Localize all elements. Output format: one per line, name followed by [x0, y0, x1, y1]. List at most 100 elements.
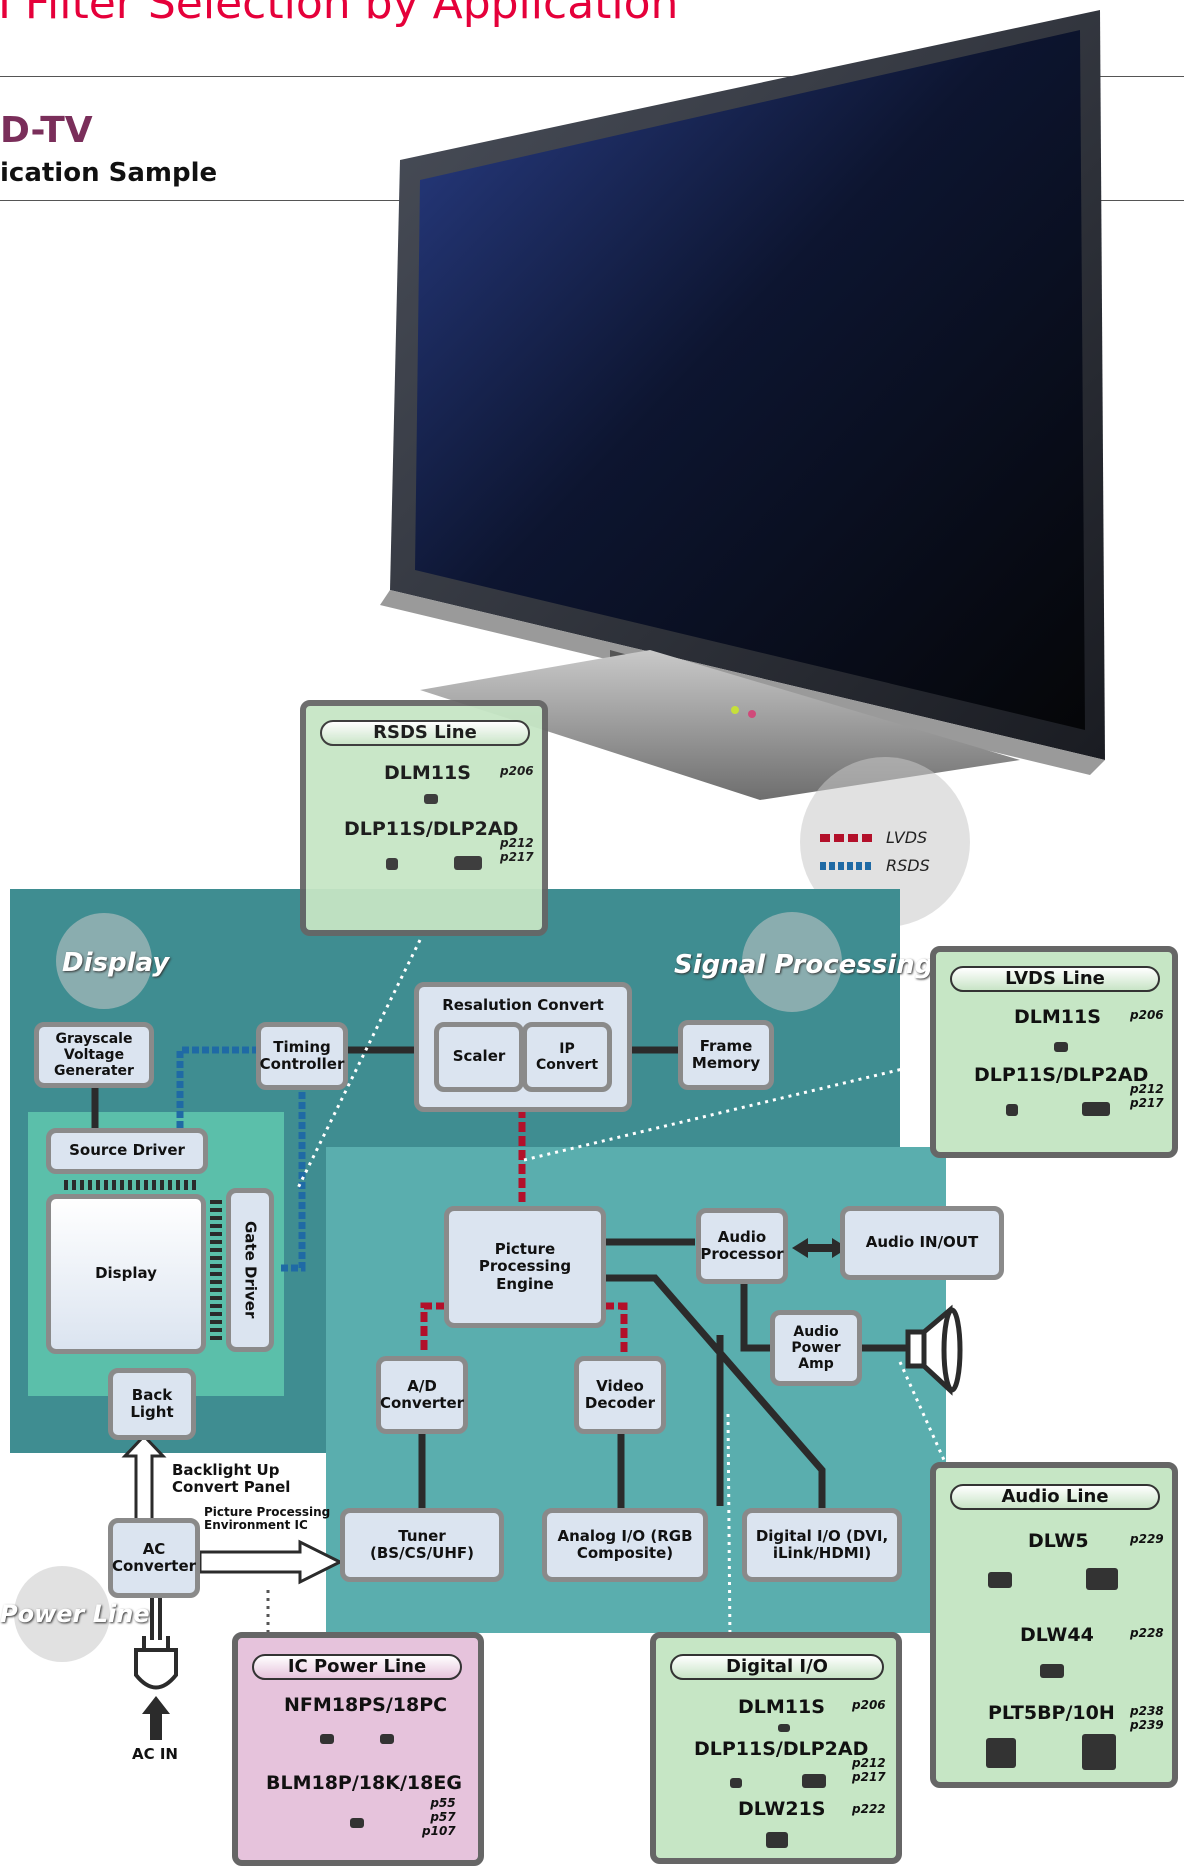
- audio-part-2: DLW44: [1020, 1624, 1094, 1646]
- chip-icon: [454, 856, 482, 870]
- frame-memory-block: Frame Memory: [678, 1020, 774, 1090]
- digital-io-label: Digital I/O (DVI, iLink/HDMI): [755, 1526, 889, 1562]
- gate-driver-pins: [210, 1200, 222, 1340]
- ad-converter-label: A/D Converter: [379, 1376, 465, 1412]
- lvds-page-2: p212 p217: [1130, 1082, 1164, 1110]
- analog-io-block: Analog I/O (RGB Composite): [542, 1508, 708, 1582]
- picture-processing-engine-block: Picture Processing Engine: [444, 1206, 606, 1328]
- audio-line-panel: Audio Line DLW5 p229 DLW44 p228 PLT5BP/1…: [930, 1462, 1178, 1788]
- rsds-part-1: DLM11S: [384, 762, 471, 784]
- audio-page-3: p238 p239: [1130, 1704, 1164, 1732]
- chip-icon: [350, 1818, 364, 1828]
- rsds-page-1: p206: [500, 764, 534, 778]
- display-circle: [56, 913, 152, 1009]
- ic-power-page-2: p55 p57 p107: [422, 1796, 456, 1838]
- chip-icon: [320, 1734, 334, 1744]
- analog-io-label: Analog I/O (RGB Composite): [557, 1526, 693, 1562]
- rsds-line-title: RSDS Line: [320, 720, 530, 746]
- ic-power-part-2: BLM18P/18K/18EG: [266, 1772, 462, 1794]
- ppe-ic-label: Picture Processing Environment IC: [204, 1505, 331, 1533]
- gate-driver-block: Gate Driver: [226, 1188, 274, 1352]
- digital-page-2: p212 p217: [852, 1756, 886, 1784]
- lvds-part-2: DLP11S/DLP2AD: [974, 1064, 1149, 1086]
- rsds-part-2: DLP11S/DLP2AD: [344, 818, 519, 840]
- display-block: Display: [46, 1194, 206, 1354]
- audio-in-out-block: Audio IN/OUT: [840, 1206, 1004, 1280]
- digital-part-1: DLM11S: [738, 1696, 825, 1718]
- ac-converter-block: AC Converter: [108, 1518, 200, 1598]
- grayscale-generator-block: Grayscale Voltage Generater: [34, 1022, 154, 1088]
- audio-power-amp-block: Audio Power Amp: [770, 1310, 862, 1386]
- display-label: Display: [95, 1264, 157, 1283]
- lvds-line-panel: LVDS Line DLM11S p206 DLP11S/DLP2AD p212…: [930, 946, 1178, 1158]
- ac-in-label: AC IN: [132, 1745, 178, 1763]
- ip-convert-label: IP Convert: [535, 1040, 599, 1073]
- chip-icon: [386, 858, 398, 870]
- legend-rsds: RSDS: [886, 856, 930, 875]
- timing-controller-block: Timing Controller: [256, 1022, 348, 1090]
- chip-icon: [766, 1832, 788, 1848]
- tv-illustration: [380, 10, 1105, 800]
- legend-swatches: [820, 834, 874, 870]
- backlight-label: Back Light: [130, 1385, 174, 1421]
- chip-icon: [730, 1778, 742, 1788]
- audio-processor-block: Audio Processor: [696, 1208, 788, 1284]
- chip-icon: [380, 1734, 394, 1744]
- ad-converter-block: A/D Converter: [376, 1356, 468, 1434]
- region-power: Power Line: [0, 1600, 150, 1628]
- ic-power-part-1: NFM18PS/18PC: [284, 1694, 448, 1716]
- audio-line-title: Audio Line: [950, 1484, 1160, 1510]
- video-decoder-label: Video Decoder: [584, 1376, 656, 1412]
- backlight-block: Back Light: [108, 1368, 196, 1440]
- chip-icon: [802, 1774, 826, 1788]
- rsds-page-2: p212 p217: [500, 836, 534, 864]
- chip-icon: [1054, 1042, 1068, 1052]
- chip-icon: [1086, 1568, 1118, 1590]
- digital-io-block: Digital I/O (DVI, iLink/HDMI): [742, 1508, 902, 1582]
- chip-icon: [1082, 1734, 1116, 1770]
- chip-icon: [1082, 1102, 1110, 1116]
- section-title: D-TV: [0, 110, 93, 151]
- divider: [0, 76, 1184, 77]
- chip-icon: [778, 1724, 790, 1732]
- ip-convert-block: IP Convert: [522, 1022, 612, 1092]
- chip-icon: [1006, 1104, 1018, 1116]
- lvds-line-title: LVDS Line: [950, 966, 1160, 992]
- backlight-up-label: Backlight Up Convert Panel: [172, 1461, 291, 1496]
- source-driver-block: Source Driver: [46, 1128, 208, 1174]
- audio-page-1: p229: [1130, 1532, 1164, 1546]
- chip-icon: [988, 1572, 1012, 1588]
- chip-icon: [986, 1738, 1016, 1768]
- timing-controller-label: Timing Controller: [259, 1037, 345, 1073]
- audio-part-3: PLT5BP/10H: [988, 1702, 1115, 1724]
- tuner-block: Tuner (BS/CS/UHF): [340, 1508, 504, 1582]
- rsds-line-panel: RSDS Line DLM11S p206 DLP11S/DLP2AD p212…: [300, 700, 548, 936]
- frame-memory-label: Frame Memory: [691, 1036, 761, 1072]
- region-signal: Signal Processing: [674, 950, 934, 980]
- scaler-block: Scaler: [434, 1022, 524, 1092]
- audio-power-amp-label: Audio Power Amp: [791, 1323, 841, 1373]
- digital-part-3: DLW21S: [738, 1798, 826, 1820]
- power-circle: [14, 1566, 110, 1662]
- digital-io-title: Digital I/O: [670, 1654, 884, 1680]
- digital-page-3: p222: [852, 1802, 886, 1816]
- resalution-convert-label: Resalution Convert: [442, 996, 604, 1014]
- legend-lvds: LVDS: [886, 828, 928, 847]
- audio-processor-label: Audio Processor: [700, 1227, 784, 1263]
- audio-page-2: p228: [1130, 1626, 1164, 1640]
- region-display: Display: [62, 948, 170, 978]
- picture-processing-engine-label: Picture Processing Engine: [478, 1240, 572, 1293]
- ic-power-line-title: IC Power Line: [252, 1654, 462, 1680]
- scaler-label: Scaler: [452, 1047, 506, 1066]
- source-driver-pins: [64, 1180, 198, 1190]
- source-driver-label: Source Driver: [69, 1141, 185, 1160]
- audio-part-1: DLW5: [1028, 1530, 1089, 1552]
- signal-circle: [742, 912, 842, 1012]
- chip-icon: [1040, 1664, 1064, 1678]
- audio-in-out-label: Audio IN/OUT: [865, 1233, 979, 1252]
- gate-driver-label: Gate Driver: [241, 1221, 260, 1319]
- section-subtitle: ication Sample: [0, 158, 218, 188]
- lvds-part-1: DLM11S: [1014, 1006, 1101, 1028]
- ac-converter-label: AC Converter: [111, 1539, 197, 1575]
